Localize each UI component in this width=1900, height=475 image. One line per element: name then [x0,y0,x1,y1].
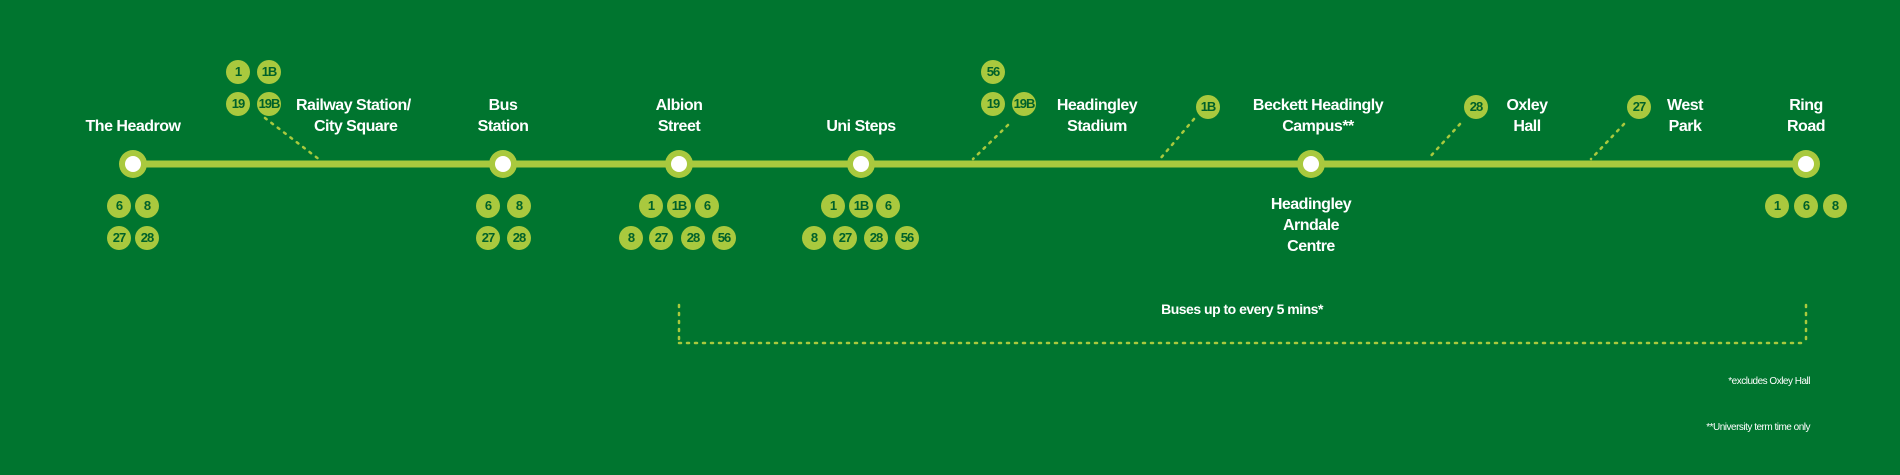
route-badge: 27 [833,226,857,250]
connector-lines [263,116,1808,345]
route-badge: 19B [1012,92,1036,116]
stop-nodes [119,150,1820,178]
stop-label-uni-steps: Uni Steps [826,118,896,135]
frequency-label: Buses up to every 5 mins* [1161,301,1323,317]
stop-label-headrow: The Headrow [85,118,181,135]
route-badge: 28 [864,226,888,250]
route-badge: 6 [107,194,131,218]
route-badge: 8 [619,226,643,250]
route-badge: 19B [257,92,281,116]
route-badge: 6 [876,194,900,218]
route-badge: 6 [476,194,500,218]
footnote-term-time: **University term time only [1706,422,1810,433]
route-badge: 8 [507,194,531,218]
route-badge: 28 [1464,95,1488,119]
route-badge: 27 [476,226,500,250]
route-badge: 28 [681,226,705,250]
route-badge: 19 [981,92,1005,116]
route-badge: 1 [1765,194,1789,218]
route-badge: 1B [257,60,281,84]
route-badge: 27 [649,226,673,250]
stop-label-railway: Railway Station/City Square [296,97,411,135]
footnote-oxley: *excludes Oxley Hall [1728,376,1810,387]
route-badge: 27 [1627,95,1651,119]
route-badge: 1B [849,194,873,218]
route-badge: 19 [226,92,250,116]
route-badge: 28 [135,226,159,250]
route-badge: 8 [802,226,826,250]
route-badge: 1 [639,194,663,218]
route-badge: 56 [895,226,919,250]
route-badge: 8 [1823,194,1847,218]
route-badge: 56 [981,60,1005,84]
route-badge: 1 [226,60,250,84]
route-badge: 28 [507,226,531,250]
route-badge: 27 [107,226,131,250]
route-badge: 1B [1196,95,1220,119]
route-badge: 1 [821,194,845,218]
route-badge: 6 [1794,194,1818,218]
route-badge: 6 [695,194,719,218]
route-badge: 56 [712,226,736,250]
route-badge: 8 [135,194,159,218]
route-badge: 1B [667,194,691,218]
